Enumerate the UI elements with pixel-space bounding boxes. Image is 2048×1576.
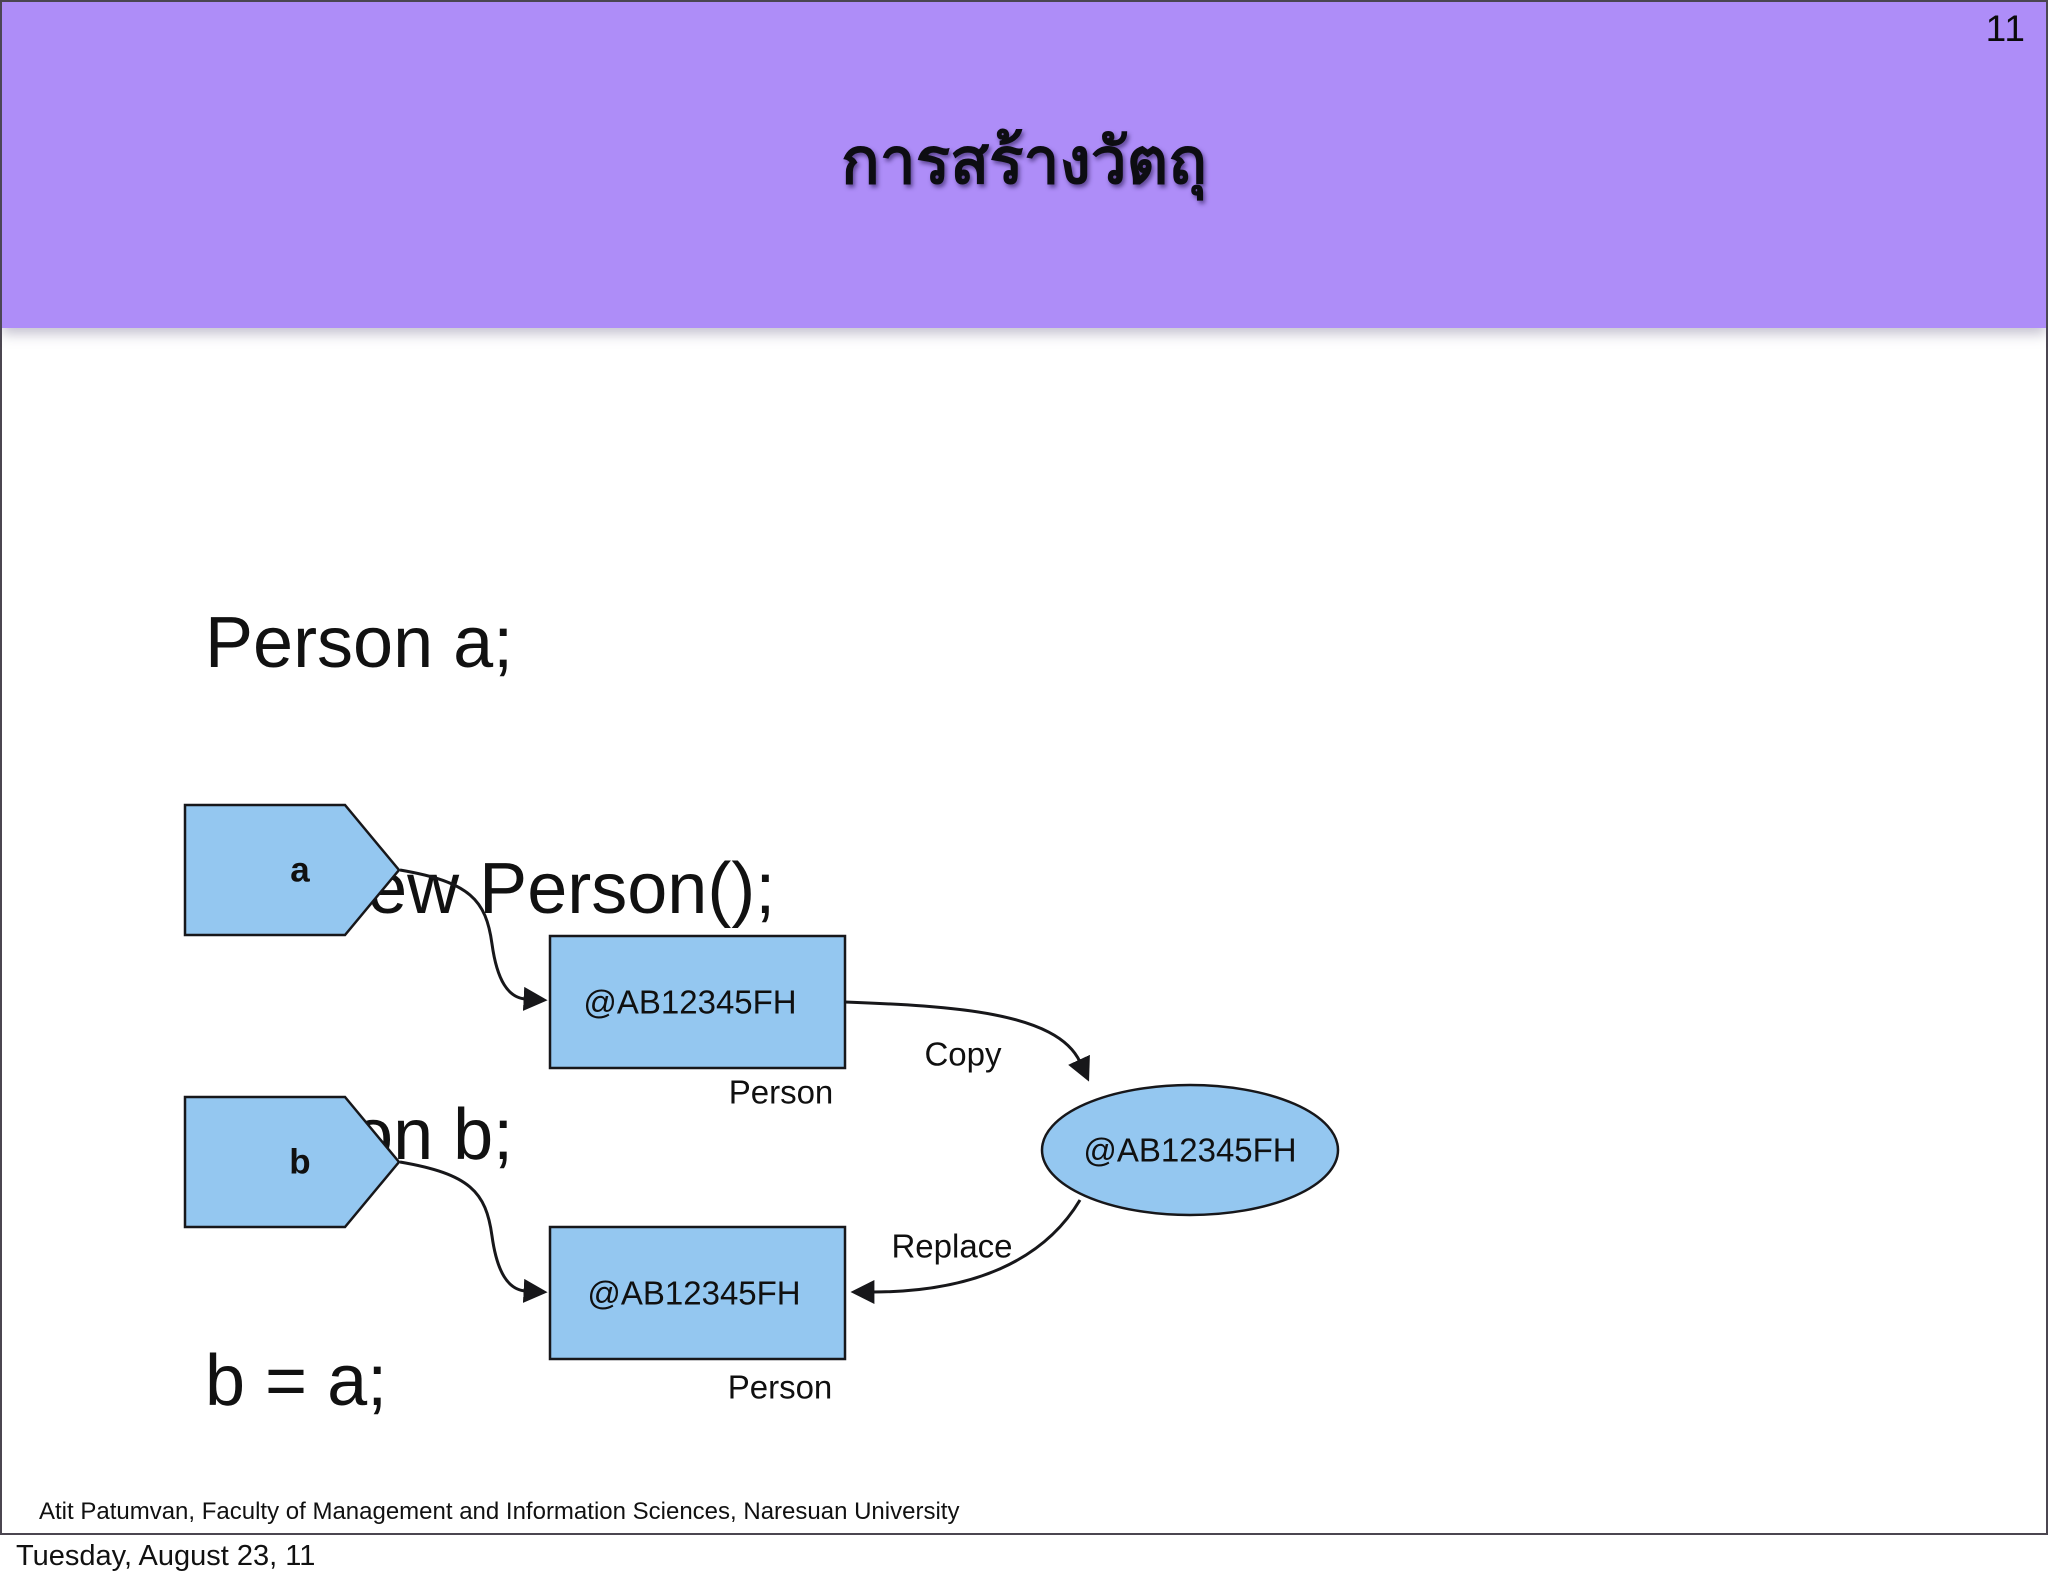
arrow-box1-to-ellipse: [844, 1000, 1090, 1082]
pointer-b-label: b: [289, 1143, 310, 1182]
footer-credit: Atit Patumvan, Faculty of Management and…: [39, 1498, 960, 1525]
copy-ellipse: [1040, 1083, 1340, 1217]
arrow-ellipse-to-box2: [850, 1199, 1082, 1304]
object-box-2-value: @AB12345FH: [587, 1275, 800, 1312]
code-line-1: Person a;: [205, 603, 514, 683]
object-box-2: [548, 1225, 847, 1361]
pointer-a-label: a: [290, 851, 310, 890]
arrow-a-to-box1: [399, 868, 548, 1011]
pointer-b-shape: [183, 1095, 401, 1229]
object-box-2-type: Person: [728, 1369, 833, 1406]
title-band: การสร้างวัตถุ: [2, 2, 2046, 328]
object-box-1: [548, 934, 847, 1070]
code-line-4: b = a;: [205, 1341, 388, 1421]
page-number: 11: [1985, 8, 2026, 49]
date-line: Tuesday, August 23, 11: [16, 1540, 316, 1572]
copy-ellipse-value: @AB12345FH: [1083, 1132, 1296, 1169]
replace-edge-label: Replace: [891, 1228, 1012, 1265]
object-box-1-type: Person: [729, 1074, 834, 1111]
copy-edge-label: Copy: [924, 1036, 1002, 1073]
presentation-slide: การสร้างวัตถุ 11 Person a; a = new Perso…: [0, 0, 2048, 1535]
slide-title: การสร้างวัตถุ: [841, 125, 1207, 197]
object-reference-diagram: a b @AB12345FH Person @AB12345FH Person …: [183, 803, 1340, 1406]
pointer-a-shape: [183, 803, 401, 937]
arrow-b-to-box2: [399, 1160, 548, 1303]
object-box-1-value: @AB12345FH: [583, 984, 796, 1021]
